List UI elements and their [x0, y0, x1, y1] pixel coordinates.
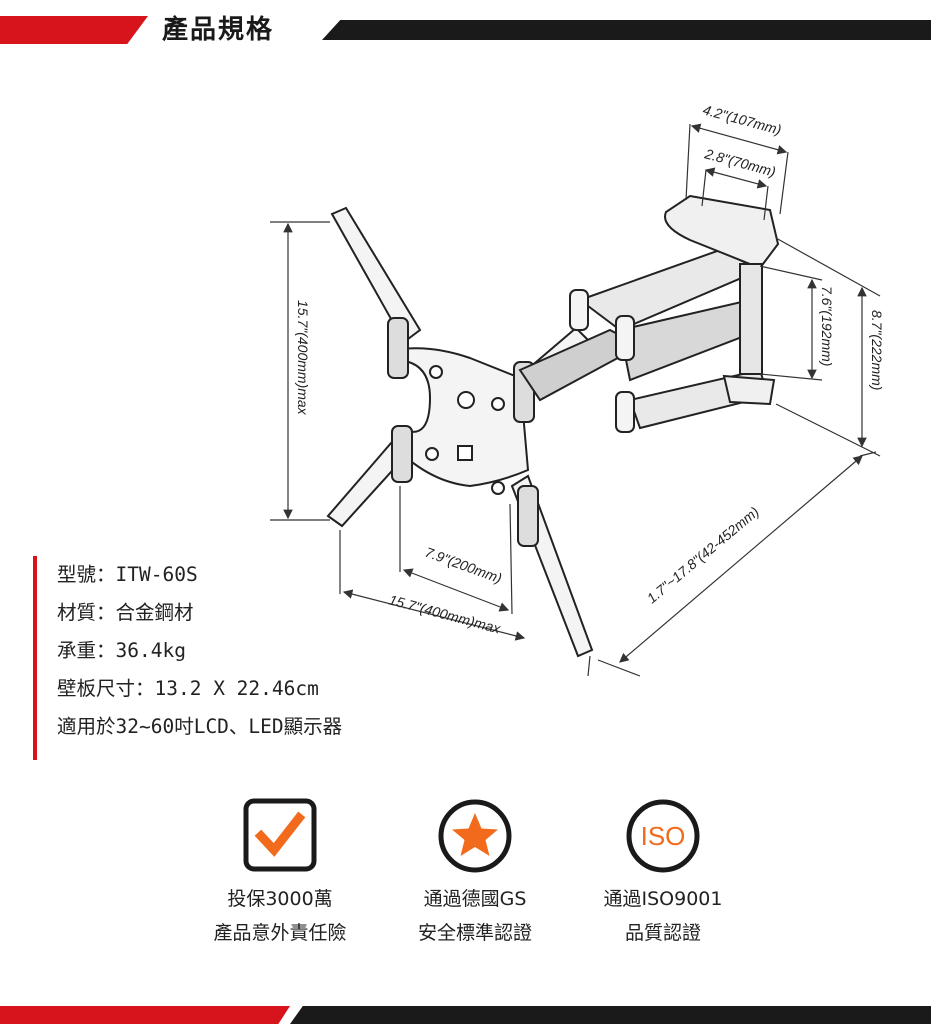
bracket-hole-2 [457, 391, 475, 409]
wall-plate-body [739, 263, 763, 375]
arm-pivot-3 [615, 391, 635, 433]
header-red-bar [0, 16, 148, 44]
bracket-hole-4 [425, 447, 439, 461]
spec-model: 型號：ITW-60S [57, 563, 198, 586]
spec-load: 承重：36.4kg [57, 639, 186, 662]
badge-gs-line1: 通過德國GS [423, 888, 527, 910]
bracket-hole-5 [491, 481, 505, 495]
dim-line-width-outer [690, 123, 788, 155]
star-icon [438, 799, 512, 873]
spec-plate-size: 壁板尺寸：13.2 X 22.46cm [57, 677, 319, 700]
dim-label-plate-total: 8.7"(222mm) [869, 310, 885, 390]
wall-plate-top [664, 194, 780, 270]
spec-compatibility: 適用於32~60吋LCD、LED顯示器 [57, 715, 343, 738]
product-diagram: 15.7"(400mm)max 4.2"(107mm) 2.8"(70mm) 7… [270, 101, 885, 677]
footer-red-bar [0, 1006, 290, 1024]
dim-line-extension [619, 455, 863, 663]
articulating-arms [518, 248, 770, 433]
iso-icon: ISO [626, 799, 700, 873]
dim-label-vesa-outer: 15.7"(400mm)max [387, 591, 503, 636]
dim-label-height-vesa: 15.7"(400mm)max [295, 300, 311, 416]
dimension-lines [270, 123, 881, 677]
arm-pivot-1 [569, 289, 589, 331]
bracket-slot-bottom-left [391, 425, 413, 483]
badge-gs-line2: 安全標準認證 [417, 922, 532, 944]
bracket-arm-top-left [330, 206, 422, 344]
badge-insurance-line2: 產品意外責任險 [213, 922, 347, 944]
wall-plate [664, 194, 780, 406]
badge-insurance: 投保3000萬 產品意外責任險 [185, 798, 375, 950]
spec-material: 材質：合金鋼材 [57, 601, 194, 624]
bracket-hole-1 [429, 365, 443, 379]
footer-dark-bar [290, 1006, 931, 1024]
dim-label-width-inner: 2.8"(70mm) [702, 145, 777, 180]
badge-gs: 通過德國GS 安全標準認證 [380, 798, 570, 950]
wall-plate-bottom [722, 374, 776, 406]
badge-iso-line1: 通過ISO9001 [603, 888, 723, 910]
dim-label-plate: 7.6"(192mm) [819, 286, 835, 366]
bracket-center-plate [393, 347, 530, 488]
spec-list: 型號：ITW-60S 材質：合金鋼材 承重：36.4kg 壁板尺寸：13.2 X… [33, 556, 393, 760]
header-dark-bar [322, 20, 931, 40]
section-title: 產品規格 [162, 15, 275, 45]
bracket-slot-bottom-right [517, 485, 539, 547]
bracket-slot-left [387, 317, 409, 379]
dim-line-width-inner [704, 167, 768, 189]
dim-label-vesa-inner: 7.9"(200mm) [423, 544, 504, 587]
checkmark-icon [243, 798, 317, 872]
bracket-logo-mark [457, 445, 473, 461]
arm-pivot-2 [615, 315, 635, 361]
badge-insurance-line1: 投保3000萬 [227, 888, 333, 910]
badge-iso: ISO 通過ISO9001 品質認證 [568, 798, 758, 950]
bracket-hole-3 [491, 397, 505, 411]
dim-line-vesa-outer [342, 589, 526, 641]
iso-icon-text: ISO [641, 821, 686, 851]
badge-iso-line2: 品質認證 [624, 922, 701, 944]
